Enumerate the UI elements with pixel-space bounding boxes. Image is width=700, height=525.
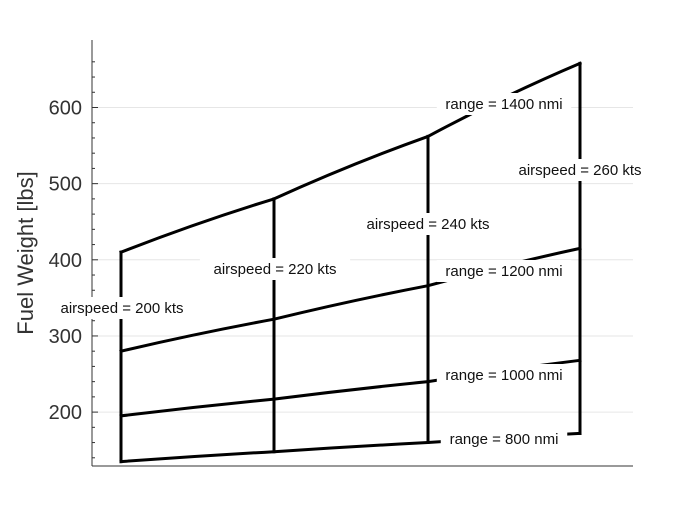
y-tick-label: 500 — [49, 174, 82, 196]
range-label-1400: range = 1400 nmi — [445, 96, 562, 113]
range-label-1200-background — [436, 260, 572, 282]
airspeed-label-240: airspeed = 240 kts — [367, 216, 490, 233]
range-label-1000-background — [436, 364, 572, 386]
range-line-1400 — [119, 61, 582, 255]
airspeed-label-260-background — [504, 159, 656, 181]
range-label-1400-background — [436, 93, 572, 115]
range-label-1200: range = 1200 nmi — [445, 263, 562, 280]
axes: 200 300 400 500 600 — [49, 40, 633, 467]
range-label-800-background — [440, 428, 568, 450]
airspeed-label-200-background — [46, 297, 198, 319]
airspeed-label-220: airspeed = 220 kts — [214, 261, 337, 278]
y-tick-label: 300 — [49, 326, 82, 348]
range-label-1000: range = 1000 nmi — [445, 367, 562, 384]
y-tick-label: 600 — [49, 98, 82, 120]
airspeed-label-240-background — [352, 213, 504, 235]
y-axis-title: Fuel Weight [lbs] — [13, 171, 38, 334]
y-tick-label: 400 — [49, 250, 82, 272]
airspeed-label-220-background — [199, 258, 351, 280]
carpet-labels: range = 800 nmi range = 1000 nmi range = 1… — [46, 93, 656, 450]
airspeed-label-260: airspeed = 260 kts — [519, 162, 642, 179]
airspeed-label-200: airspeed = 200 kts — [61, 300, 184, 317]
y-tick-label: 200 — [49, 402, 82, 424]
range-label-800: range = 800 nmi — [450, 431, 559, 448]
